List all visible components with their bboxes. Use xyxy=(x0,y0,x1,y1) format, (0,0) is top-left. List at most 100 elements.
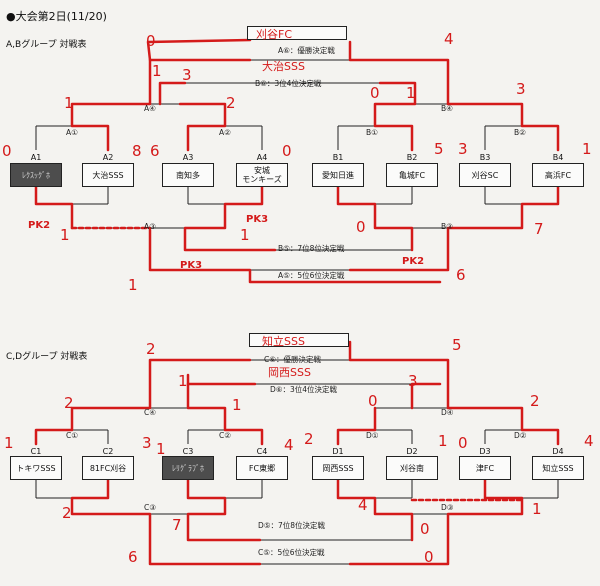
match-d1: D① xyxy=(366,431,379,440)
cd-seventh-label: D⑤：7位8位決定戦 xyxy=(258,521,326,530)
cd-third-label: D⑥：3位4位決定戦 xyxy=(270,385,338,394)
hw-cd-final-mid: 岡西SSS xyxy=(268,366,311,379)
team-a4: 安城 モンキーズ xyxy=(236,163,288,187)
match-d4: D④ xyxy=(441,408,454,417)
page-title: ●大会第2日(11/20) xyxy=(6,10,107,23)
hw-score: 6 xyxy=(128,548,138,566)
hw-score: 1 xyxy=(128,276,138,294)
hw-score: 3 xyxy=(516,80,526,98)
hw-score: 0 xyxy=(146,32,156,50)
hw-score: 3 xyxy=(458,140,468,158)
seed-c3: C3 xyxy=(182,447,194,456)
hw-score: 1 xyxy=(64,94,74,112)
hw-score: 1 xyxy=(4,434,14,452)
hw-score: 7 xyxy=(534,220,544,238)
hw-score: 2 xyxy=(226,94,236,112)
team-b2: 亀城FC xyxy=(386,163,438,187)
team-c4: FC東郷 xyxy=(236,456,288,480)
cd-final-winner-box xyxy=(249,333,349,347)
hw-score: 0 xyxy=(356,218,366,236)
hw-score: 1 xyxy=(156,440,166,458)
hw-score: 3 xyxy=(182,66,192,84)
seed-b1: B1 xyxy=(332,153,344,162)
hw-score: 0 xyxy=(282,142,292,160)
group-cd-title: C,Dグループ 対戦表 xyxy=(6,352,88,362)
ab-fifth-label: A⑤：5位6位決定戦 xyxy=(278,271,345,280)
match-b3: B③ xyxy=(441,222,453,231)
hw-score: 3 xyxy=(142,434,152,452)
match-b1: B① xyxy=(366,128,378,137)
match-d2: D② xyxy=(514,431,527,440)
hw-score: 6 xyxy=(456,266,466,284)
hw-score: 0 xyxy=(2,142,12,160)
team-a2: 大治SSS xyxy=(82,163,134,187)
hw-score: 8 xyxy=(132,142,142,160)
hw-score: 1 xyxy=(532,500,542,518)
match-c3: C③ xyxy=(144,503,156,512)
hw-score: 0 xyxy=(420,520,430,538)
hw-pk: PK3 xyxy=(180,260,203,271)
team-d2: 刈谷南 xyxy=(386,456,438,480)
seed-a4: A4 xyxy=(256,153,268,162)
hw-score: 1 xyxy=(232,396,242,414)
seed-d2: D2 xyxy=(406,447,418,456)
hw-score: 0 xyxy=(424,548,434,566)
team-a3: 南知多 xyxy=(162,163,214,187)
cd-fifth-label: C⑤：5位6位決定戦 xyxy=(258,548,325,557)
ab-third-label: B⑥：3位4位決定戦 xyxy=(255,79,322,88)
team-b3: 刈谷SC xyxy=(459,163,511,187)
hw-score: 1 xyxy=(152,62,162,80)
hw-score: 7 xyxy=(172,516,182,534)
hw-score: 4 xyxy=(284,436,294,454)
team-c2: 81FC刈谷 xyxy=(82,456,134,480)
group-ab-title: A,Bグループ 対戦表 xyxy=(6,40,87,50)
team-a1: ﾚｸｽｯｸﾞﾎ xyxy=(10,163,62,187)
hw-score: 1 xyxy=(438,432,448,450)
seed-a3: A3 xyxy=(182,153,194,162)
ab-final-winner-box xyxy=(247,26,347,40)
team-d4: 知立SSS xyxy=(532,456,584,480)
hw-pk: PK3 xyxy=(246,214,269,225)
hw-pk: PK2 xyxy=(402,256,425,267)
hw-score: 1 xyxy=(178,372,188,390)
hw-cd-final-top: 知立SSS xyxy=(262,335,305,348)
ab-final-label: A⑥：優勝決定戦 xyxy=(278,46,335,55)
team-d3: 津FC xyxy=(459,456,511,480)
hw-ab-final-mid: 大治SSS xyxy=(262,60,305,73)
seed-a1: A1 xyxy=(30,153,42,162)
team-b4: 高浜FC xyxy=(532,163,584,187)
seed-c1: C1 xyxy=(30,447,42,456)
hw-score: 0 xyxy=(370,84,380,102)
hw-pk: PK2 xyxy=(28,220,51,231)
hw-score: 2 xyxy=(64,394,74,412)
match-a3: A③ xyxy=(144,222,156,231)
hw-score: 1 xyxy=(240,226,250,244)
ab-seventh-label: B⑤：7位8位決定戦 xyxy=(278,244,345,253)
hw-score: 3 xyxy=(408,372,418,390)
hw-score: 0 xyxy=(458,434,468,452)
hw-score: 6 xyxy=(150,142,160,160)
seed-d3: D3 xyxy=(479,447,491,456)
seed-a2: A2 xyxy=(102,153,114,162)
hw-score: 1 xyxy=(60,226,70,244)
team-b1: 愛知日進 xyxy=(312,163,364,187)
hw-score: 2 xyxy=(62,504,72,522)
hw-score: 1 xyxy=(406,84,416,102)
hw-score: 2 xyxy=(530,392,540,410)
seed-b4: B4 xyxy=(552,153,564,162)
match-b2: B② xyxy=(514,128,526,137)
hw-score: 4 xyxy=(584,432,594,450)
cd-final-label: C⑥：優勝決定戦 xyxy=(264,355,321,364)
hw-score: 2 xyxy=(146,340,156,358)
seed-d4: D4 xyxy=(552,447,564,456)
match-a1: A① xyxy=(66,128,78,137)
team-c1: トキワSSS xyxy=(10,456,62,480)
hw-score: 4 xyxy=(358,496,368,514)
team-c3: ﾚﾘｸﾞﾗﾌﾞﾎ xyxy=(162,456,214,480)
match-a2: A② xyxy=(219,128,231,137)
seed-b3: B3 xyxy=(479,153,491,162)
hw-score: 5 xyxy=(452,336,462,354)
team-d1: 岡西SSS xyxy=(312,456,364,480)
